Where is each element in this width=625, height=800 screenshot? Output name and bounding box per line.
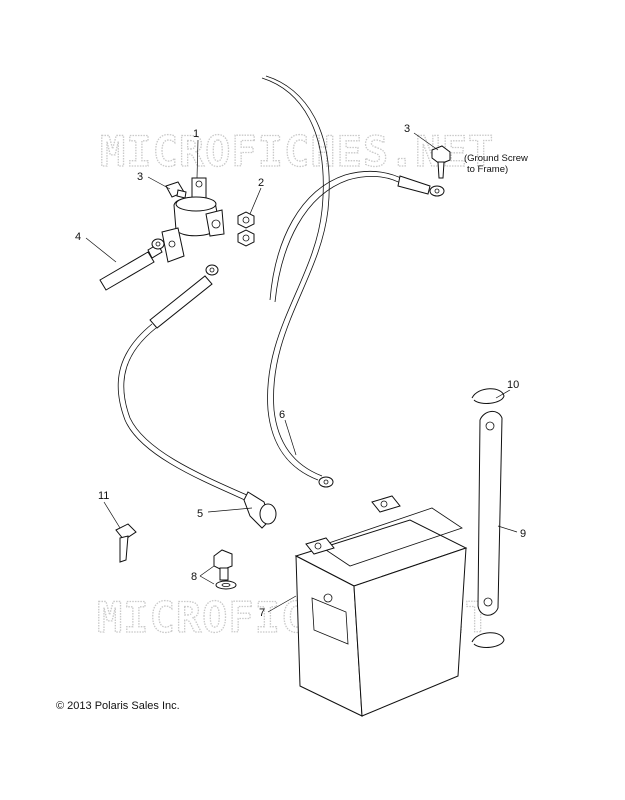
callout-2: 2 bbox=[258, 177, 264, 189]
ground-screw-note-line1: (Ground Screw bbox=[464, 153, 528, 164]
ground-cable bbox=[269, 170, 445, 303]
callout-8: 8 bbox=[191, 571, 197, 583]
callout-11: 11 bbox=[98, 490, 109, 502]
copyright-text: © 2013 Polaris Sales Inc. bbox=[56, 700, 180, 712]
screw-11 bbox=[115, 523, 137, 563]
battery bbox=[294, 495, 468, 717]
cable-5 bbox=[117, 264, 277, 529]
ground-screw-3 bbox=[431, 145, 451, 179]
leader-lines bbox=[85, 132, 518, 613]
callout-3-right: 3 bbox=[404, 123, 410, 135]
cable-6 bbox=[261, 75, 334, 488]
callout-3-left: 3 bbox=[137, 171, 143, 183]
bolt-8 bbox=[213, 549, 237, 590]
callout-5: 5 bbox=[197, 508, 203, 520]
nuts-2 bbox=[237, 211, 255, 247]
callout-9: 9 bbox=[520, 528, 526, 540]
solenoid bbox=[161, 177, 225, 263]
screw-3-left bbox=[165, 181, 187, 199]
callout-1: 1 bbox=[193, 128, 199, 140]
callout-10: 10 bbox=[507, 379, 519, 391]
callout-4: 4 bbox=[75, 231, 81, 243]
callout-6: 6 bbox=[279, 409, 285, 421]
callout-7: 7 bbox=[259, 607, 265, 619]
watermark-top: MICROFICHES.NET bbox=[100, 127, 494, 176]
cable-4 bbox=[99, 238, 165, 291]
ground-screw-note-line2: to Frame) bbox=[467, 164, 508, 175]
hold-down-strap bbox=[471, 388, 505, 648]
